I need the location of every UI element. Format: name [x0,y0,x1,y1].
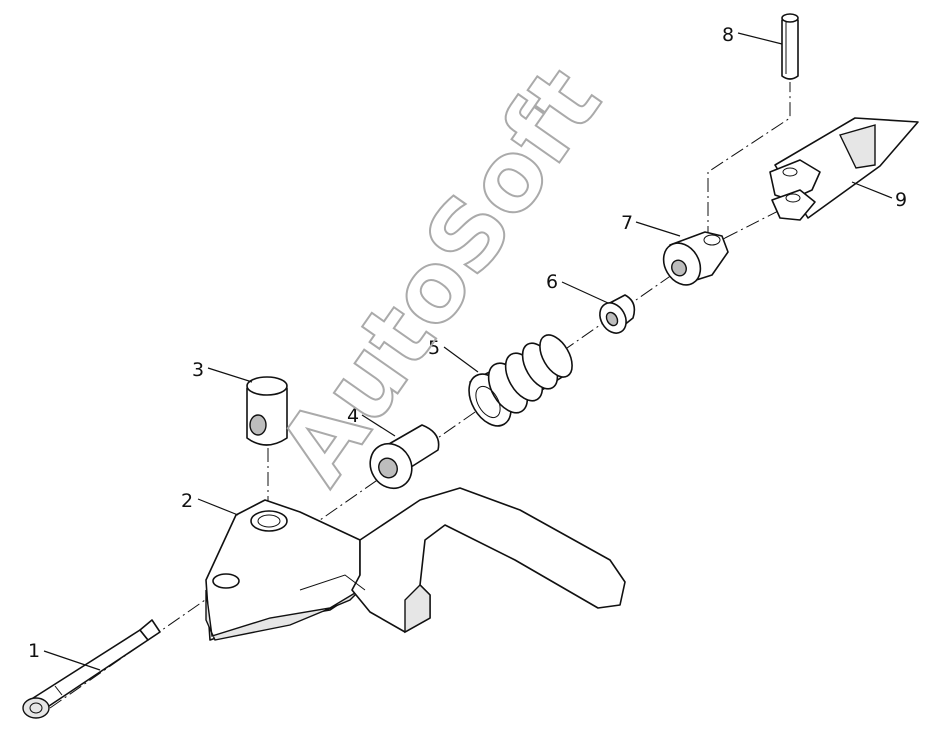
lever-bracket [205,487,626,641]
fork-cylinder [769,117,919,221]
small-bushing [599,294,636,334]
part-label-1: 1 [28,640,40,662]
coil-spring [468,334,573,427]
part-labels: 1 2 3 4 5 6 7 8 9 [28,24,907,662]
part-label-8: 8 [722,24,734,46]
cylinder-pin [246,376,288,446]
part-label-7: 7 [621,212,633,234]
roll-pin [781,13,799,80]
part-label-5: 5 [428,337,440,359]
watermark: AutoSoft [257,48,622,503]
part-label-4: 4 [347,405,359,427]
leader-lines [43,32,893,671]
part-label-6: 6 [546,271,558,293]
rod-end [662,231,729,286]
part-label-9: 9 [895,189,907,211]
part-label-3: 3 [192,359,204,381]
bolt [22,619,161,719]
part-label-2: 2 [181,490,193,512]
bushing [369,424,440,490]
